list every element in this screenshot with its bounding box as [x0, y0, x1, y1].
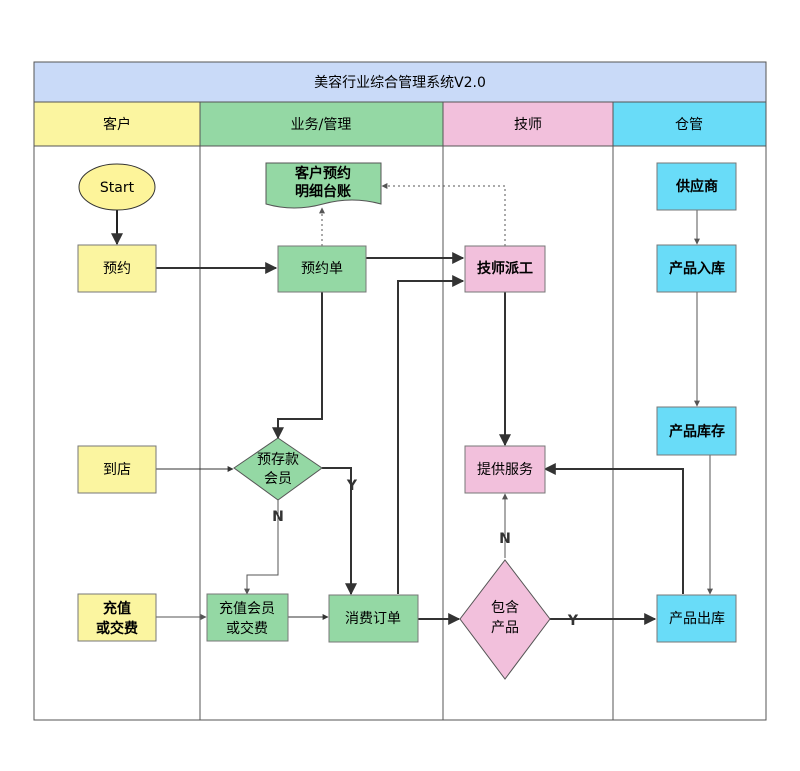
- product-stock-label: 产品库存: [669, 423, 725, 440]
- recharge-member-line1: 充值会员: [219, 601, 275, 617]
- title-bar: [33, 61, 767, 103]
- deposit-member-line1: 预存款: [257, 452, 299, 468]
- include-product-line1: 包含: [491, 600, 519, 616]
- lane-label-warehouse: 仓管: [675, 117, 703, 133]
- deposit-member-line2: 会员: [264, 471, 292, 487]
- node-deposit-member: [233, 437, 323, 501]
- node-consume-order: [328, 594, 419, 643]
- arrive-label: 到店: [103, 462, 131, 478]
- edge-deposit-yes: [322, 467, 357, 596]
- lane-header-customer: [33, 101, 201, 147]
- diagram-title: 美容行业综合管理系统V2.0: [314, 74, 486, 91]
- node-appointment: [77, 244, 157, 293]
- node-arrive: [77, 445, 157, 494]
- start-label: Start: [100, 180, 135, 196]
- supplier-label: 供应商: [675, 178, 718, 195]
- consume-order-label: 消费订单: [345, 611, 401, 627]
- node-recharge-member: [206, 593, 289, 642]
- ledger-line1: 客户预约: [294, 165, 351, 182]
- lane-label-business: 业务/管理: [291, 117, 352, 133]
- label-deposit-no: N: [272, 509, 284, 525]
- lane-label-technician: 技师: [514, 117, 542, 133]
- recharge-or-pay-line2: 或交费: [96, 620, 138, 637]
- edge-form-deposit: [272, 292, 323, 440]
- node-appointment-form: [277, 245, 367, 293]
- lane-label-customer: 客户: [103, 116, 131, 133]
- dispatch-label: 技师派工: [477, 260, 533, 277]
- lane-header-business: [199, 101, 444, 147]
- edge-consume-dispatch: [397, 275, 465, 594]
- include-product-line2: 产品: [491, 620, 519, 636]
- node-provide-service: [464, 445, 546, 494]
- appointment-label: 预约: [103, 261, 131, 277]
- edge-dispatch-ledger: [381, 183, 506, 246]
- appointment-form-label: 预约单: [301, 261, 343, 277]
- recharge-member-line2: 或交费: [226, 620, 268, 637]
- label-product-no: N: [499, 531, 511, 547]
- node-product-stock: [656, 406, 737, 456]
- product-in-label: 产品入库: [669, 260, 725, 277]
- label-deposit-yes: Y: [346, 478, 358, 494]
- node-recharge-or-pay: [77, 593, 157, 642]
- edge-out-service: [543, 463, 684, 594]
- edge-deposit-no: [244, 500, 279, 595]
- node-ledger: [265, 162, 382, 209]
- node-product-in: [656, 244, 737, 293]
- label-product-yes: Y: [567, 613, 579, 629]
- lane-header-technician: [442, 101, 614, 147]
- node-dispatch: [464, 245, 546, 293]
- node-product-out: [656, 594, 737, 643]
- lane-header-warehouse: [612, 101, 767, 147]
- product-out-label: 产品出库: [669, 611, 725, 627]
- ledger-line2: 明细台账: [295, 183, 351, 200]
- recharge-or-pay-line1: 充值: [103, 600, 131, 617]
- node-supplier: [656, 162, 737, 211]
- start-node: [78, 163, 156, 211]
- provide-service-label: 提供服务: [477, 462, 533, 478]
- node-include-product: [459, 559, 551, 680]
